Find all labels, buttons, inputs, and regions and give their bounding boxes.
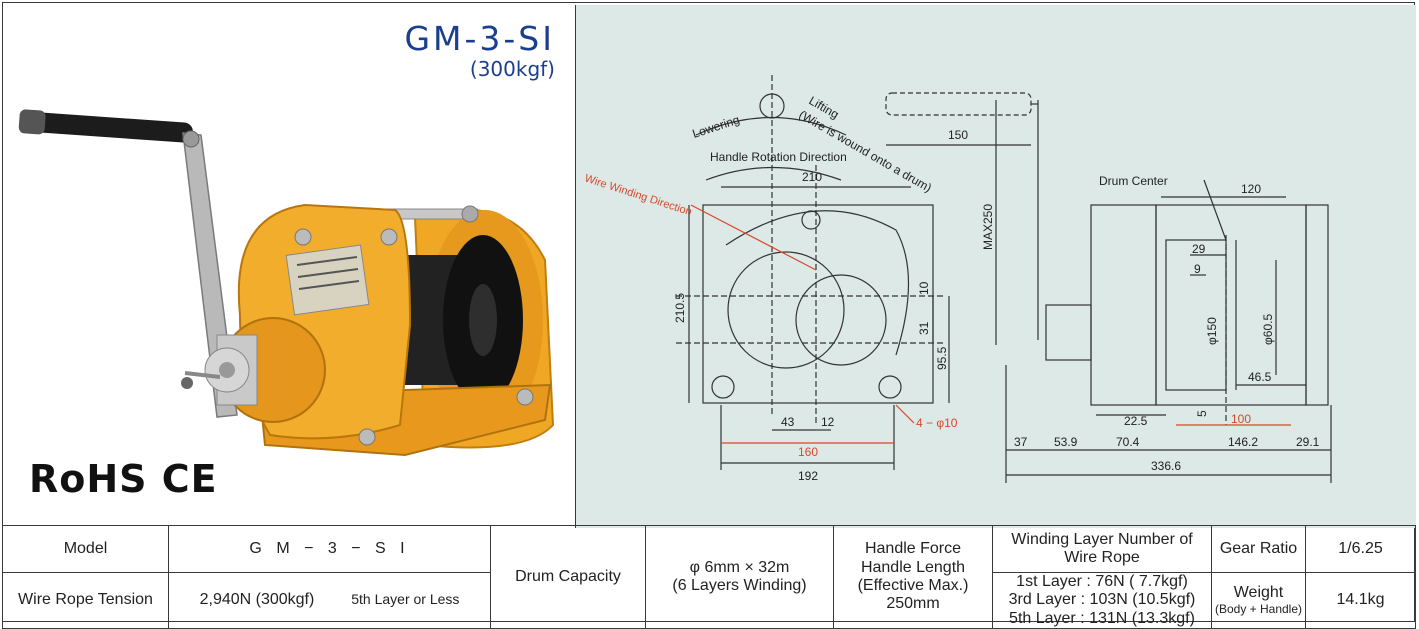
front-view-top-boss — [801, 210, 821, 230]
wire-winding-arrow — [690, 204, 817, 271]
handle-force-line4: 250mm — [886, 595, 940, 613]
side-view-brake — [1045, 304, 1092, 361]
dimension-drawing-panel: Lowering Lifting (Wire is wound onto a d… — [575, 5, 1416, 528]
gear-ratio-value-cell: 1/6.25 — [1305, 525, 1416, 573]
drum-capacity-cell: φ 6mm × 32m (6 Layers Winding) — [645, 524, 834, 629]
winding-layer-5: 5th Layer : 131N (13.3kgf) — [1009, 609, 1195, 627]
dim-37: 37 — [1014, 435, 1028, 449]
gear-ratio-label-cell: Gear Ratio — [1211, 525, 1306, 573]
dim-29-1: 29.1 — [1296, 435, 1320, 449]
model-label-cell: Model — [2, 525, 169, 573]
dimension-drawing: Lowering Lifting (Wire is wound onto a d… — [583, 75, 1332, 483]
front-view-housing-curve — [725, 210, 910, 356]
dim-70-4: 70.4 — [1116, 435, 1140, 449]
dim-10: 10 — [917, 281, 931, 295]
tension-note: 5th Layer or Less — [351, 591, 460, 608]
dim-12: 12 — [821, 415, 835, 429]
dim-5: 5 — [1195, 410, 1209, 417]
pawl-lever — [184, 371, 221, 379]
side-view-flange — [1305, 204, 1329, 406]
weight-note: (Body + Handle) — [1214, 601, 1303, 616]
spec-row-model: Model G M − 3 − S I Drum Capacity φ 6mm … — [2, 524, 1416, 629]
pawl-knob — [181, 377, 193, 389]
tension-label-cell: Wire Rope Tension — [2, 571, 169, 629]
mount-hole-right — [878, 375, 902, 399]
side-view-drum — [1165, 239, 1227, 391]
dim-336-6: 336.6 — [1151, 459, 1181, 473]
dim-9: 9 — [1194, 262, 1201, 276]
mount-hole-left — [711, 375, 735, 399]
spec-row-tension: Wire Rope Tension 2,940N (300kgf) 5th La… — [2, 571, 1416, 629]
dim-100: 100 — [1231, 412, 1251, 426]
handle-force-cell: Handle Force Handle Length (Effective Ma… — [833, 524, 993, 629]
label-lowering: Lowering — [691, 112, 742, 140]
product-photo-panel: GM-3-SI (300kgf) — [5, 5, 575, 528]
weight-label: Weight — [1233, 584, 1284, 602]
spec-table: Model G M − 3 − S I Drum Capacity φ 6mm … — [2, 524, 1416, 629]
drum-capacity-label-cell: Drum Capacity — [490, 524, 646, 629]
dim-max250: MAX250 — [981, 204, 995, 250]
tension-value-cell: 2,940N (300kgf) 5th Layer or Less — [168, 571, 491, 629]
dim-46-5: 46.5 — [1248, 370, 1272, 384]
side-view-gearbox — [1090, 204, 1157, 406]
dim-210-5: 210.5 — [673, 293, 687, 323]
model-value-cell: G M − 3 − S I — [168, 525, 491, 573]
label-handle-rotation: Handle Rotation Direction — [710, 150, 847, 164]
dim-29: 29 — [1192, 242, 1206, 256]
handle-grip — [18, 109, 193, 143]
dim-160: 160 — [798, 445, 818, 459]
dim-192: 192 — [798, 469, 818, 483]
weight-value-cell: 14.1kg — [1305, 571, 1416, 629]
drum-capacity-value: φ 6mm × 32m — [689, 558, 790, 576]
brake-cover — [204, 317, 326, 423]
front-view-gear-circle — [795, 274, 887, 366]
weight-label-cell: Weight (Body + Handle) — [1211, 571, 1306, 629]
dim-22-5: 22.5 — [1124, 414, 1148, 428]
rotation-arc — [695, 117, 847, 136]
label-holes: 4 − φ10 — [916, 416, 958, 430]
front-view-brake-circle — [727, 251, 845, 369]
dim-146-2: 146.2 — [1228, 435, 1258, 449]
winding-layers-cell: 1st Layer : 76N ( 7.7kgf) 3rd Layer : 10… — [992, 571, 1212, 629]
dim-150: 150 — [948, 128, 968, 142]
side-view-drum-frame — [1155, 204, 1307, 406]
holes-leader — [895, 404, 915, 424]
dim-31: 31 — [917, 321, 931, 335]
crank-pivot — [182, 130, 200, 148]
model-title: GM-3-SI — [404, 19, 555, 58]
tie-rod-nut — [461, 205, 479, 223]
dim-210: 210 — [802, 170, 822, 184]
label-drum-center: Drum Center — [1099, 174, 1168, 188]
dim-53-9: 53.9 — [1054, 435, 1078, 449]
handle-force-line2: Handle Length — [860, 558, 966, 576]
side-view-handle-grip — [885, 92, 1032, 116]
label-wire-winding: Wire Winding Direction — [583, 172, 693, 218]
handle-force-line3: (Effective Max.) — [857, 577, 969, 595]
dim-120: 120 — [1241, 182, 1261, 196]
rotation-arc-lower — [705, 166, 842, 181]
dim-95-5: 95.5 — [935, 346, 949, 370]
winch-photo — [18, 109, 555, 457]
tension-value: 2,940N (300kgf) — [199, 591, 315, 609]
winding-layer-3: 3rd Layer : 103N (10.5kgf) — [1008, 591, 1196, 609]
winding-header-cell: Winding Layer Number of Wire Rope — [992, 525, 1212, 573]
winding-layer-1: 1st Layer : 76N ( 7.7kgf) — [1016, 573, 1188, 590]
handle-force-line1: Handle Force — [864, 540, 962, 558]
capacity-label: (300kgf) — [469, 57, 555, 81]
drum-capacity-note: (6 Layers Winding) — [672, 577, 807, 595]
dim-43: 43 — [781, 415, 795, 429]
certification-marks: RoHS CE — [29, 457, 218, 501]
dim-phi60-5: φ60.5 — [1261, 314, 1275, 345]
dim-phi150: φ150 — [1205, 317, 1219, 345]
